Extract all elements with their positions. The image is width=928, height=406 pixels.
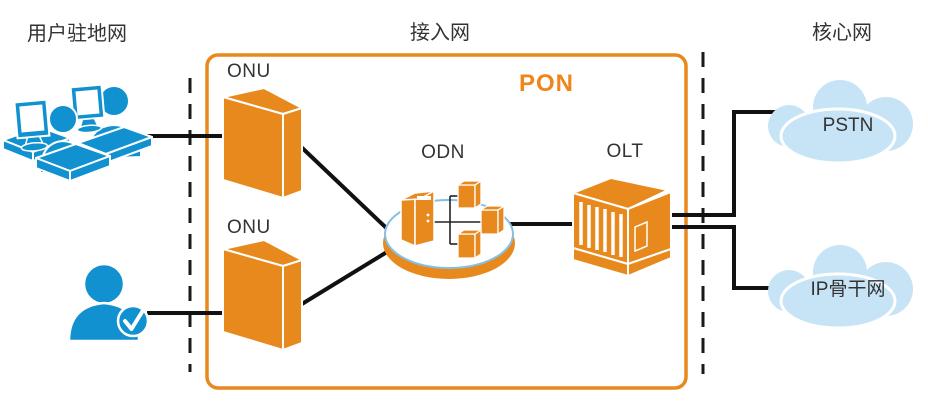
onu-front-face	[222, 248, 284, 351]
check-mark-icon	[123, 310, 144, 331]
onu-front-face	[222, 96, 284, 199]
onu-bottom-icon	[222, 239, 303, 351]
region-label-core: 核心网	[812, 21, 872, 44]
link-olt-pstn	[655, 110, 792, 217]
onu-top-label: ONU	[227, 61, 271, 82]
olt-chassis-icon	[572, 177, 672, 277]
odn-splitter-icon	[383, 180, 515, 279]
pstn-cloud-icon	[768, 80, 913, 165]
olt-slats	[579, 202, 623, 257]
odn-label: ODN	[421, 142, 465, 163]
onu-side-face	[282, 107, 303, 199]
pstn-label: PSTN	[823, 115, 874, 136]
server-led	[426, 219, 430, 223]
olt-plinth-right	[627, 248, 672, 277]
onu-top-icon	[222, 87, 303, 199]
region-label-premises: 用户驻地网	[27, 22, 127, 45]
monitor-icon	[13, 98, 51, 152]
cloud-body	[779, 107, 897, 165]
person-head	[48, 104, 78, 134]
olt-door	[634, 220, 648, 253]
person-head	[82, 262, 126, 306]
desk-platform	[35, 143, 111, 182]
splitter-tree-lines	[434, 195, 481, 245]
cloud-body	[779, 272, 897, 330]
user-check-icon	[67, 262, 150, 343]
onu-side-face	[282, 259, 303, 351]
pon-label: PON	[519, 70, 574, 97]
pon-box	[205, 53, 688, 390]
link-olt-ip	[655, 225, 792, 290]
server-led	[426, 213, 430, 217]
computers-group-icon	[2, 83, 153, 182]
olt-label: OLT	[606, 141, 643, 162]
monitor-icon	[69, 83, 106, 134]
link-onu2-odn	[295, 242, 402, 309]
onu-bottom-label: ONU	[227, 217, 271, 238]
ip-cloud-icon	[768, 245, 913, 330]
splitter-boxes	[457, 180, 505, 259]
link-onu1-odn	[295, 141, 402, 243]
check-badge-icon	[116, 304, 150, 338]
ip-backbone-label: IP骨干网	[811, 279, 886, 300]
server-bezel	[417, 196, 431, 200]
odn-server-icon	[400, 190, 435, 247]
region-label-access: 接入网	[410, 21, 470, 44]
